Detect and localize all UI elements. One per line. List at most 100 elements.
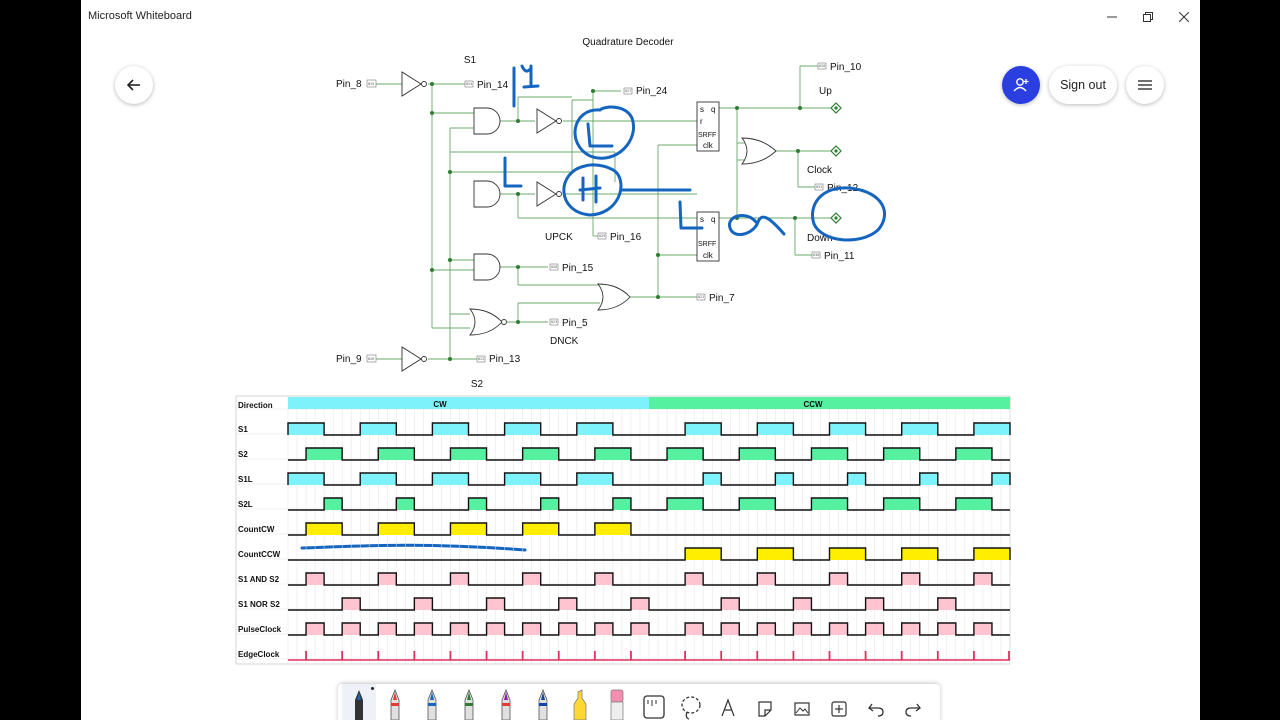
flip-flop-bottom: s q SRFF clk — [696, 211, 720, 262]
image-tool[interactable] — [785, 684, 819, 720]
and-gates — [473, 107, 501, 281]
signal-label: S2 — [238, 450, 248, 459]
signal-waveform — [287, 422, 1011, 436]
undo-button[interactable] — [859, 684, 893, 720]
high-pulse — [594, 523, 631, 535]
high-pulse — [522, 623, 541, 635]
pin-code: 027 — [625, 89, 631, 93]
cw-label: CW — [433, 400, 447, 409]
high-pulse — [630, 623, 649, 635]
pen-icon — [538, 688, 548, 720]
high-pulse — [973, 423, 1010, 435]
pin-codes: 025 026 024 027 029 028 023 022 021 020 … — [368, 64, 825, 361]
high-pulse — [703, 473, 722, 485]
high-pulse — [288, 423, 325, 435]
signal-label: CountCW — [238, 525, 275, 534]
high-pulse — [919, 473, 938, 485]
lasso-icon — [681, 696, 701, 720]
signal-label: S1L — [238, 475, 253, 484]
text-tool[interactable] — [711, 684, 745, 720]
high-pulse — [396, 498, 415, 510]
flip-flop-top: s q r SRFF clk — [696, 101, 720, 152]
high-pulse — [973, 623, 992, 635]
high-pulse — [865, 623, 884, 635]
pen-tool[interactable] — [342, 684, 376, 720]
high-pulse — [757, 623, 776, 635]
signal-waveform — [288, 522, 1010, 536]
selected-indicator — [371, 687, 374, 690]
dark-blue-pen[interactable] — [526, 684, 560, 720]
high-pulse — [937, 598, 956, 610]
pin-5-label: Pin_5 — [562, 318, 588, 329]
note-tool[interactable] — [748, 684, 782, 720]
ink-stroke — [503, 156, 523, 188]
pen-icon — [464, 688, 474, 720]
down-label: Down — [807, 233, 833, 244]
high-pulse — [486, 598, 505, 610]
timing-diagram: CW CCW Direction S1S2S1LS2LCountCWCountC… — [235, 395, 1011, 665]
redo-button[interactable] — [896, 684, 930, 720]
ff-bottom-clk: clk — [703, 251, 714, 260]
high-pulse — [378, 623, 397, 635]
whiteboard-canvas[interactable]: Quadrature Decoder S1 S2 — [81, 33, 1200, 720]
eraser[interactable] — [600, 684, 634, 720]
pen-icon — [501, 688, 511, 720]
pen-icon — [427, 688, 437, 720]
label-s2: S2 — [471, 379, 484, 390]
ink-circle — [573, 105, 635, 160]
high-pulse — [594, 573, 613, 585]
image-icon — [794, 702, 810, 716]
green-pen[interactable] — [452, 684, 486, 720]
high-pulse — [829, 623, 848, 635]
ff-top-name: SRFF — [698, 132, 716, 139]
back-button[interactable] — [115, 66, 153, 104]
high-pulse — [558, 623, 577, 635]
pin-code: 021 — [698, 295, 704, 299]
undo-icon — [868, 703, 884, 717]
signal-waveform — [288, 597, 1010, 611]
high-pulse — [576, 473, 613, 485]
lasso-tool[interactable] — [674, 684, 708, 720]
sign-out-button[interactable]: Sign out — [1049, 66, 1117, 104]
ff-bottom-name: SRFF — [698, 241, 716, 248]
restore-icon — [1143, 11, 1153, 22]
restore-button[interactable] — [1130, 0, 1166, 33]
insert-icon — [831, 701, 847, 717]
insert-tool[interactable] — [822, 684, 856, 720]
minimize-button[interactable] — [1094, 0, 1130, 33]
high-pulse — [504, 423, 541, 435]
high-pulse — [739, 498, 776, 510]
signal-waveform — [288, 447, 1010, 461]
high-pulse — [955, 448, 992, 460]
up-label: Up — [819, 86, 832, 97]
high-pulse — [685, 423, 722, 435]
high-pulse — [612, 498, 631, 510]
signal-waveform — [288, 547, 1011, 561]
canvas-drawing: Quadrature Decoder S1 S2 — [235, 37, 1011, 665]
high-pulse — [306, 623, 325, 635]
high-pulse — [558, 598, 577, 610]
invite-button[interactable] — [1002, 66, 1040, 104]
pin-code: 029 — [599, 234, 605, 238]
purple-pen[interactable] — [489, 684, 523, 720]
pin-8-label: Pin_8 — [336, 79, 362, 90]
high-pulse — [937, 623, 956, 635]
blue-pen[interactable] — [415, 684, 449, 720]
ink-annotations — [300, 64, 887, 552]
note-icon — [758, 701, 772, 717]
signal-label: S1 AND S2 — [238, 575, 280, 584]
close-button[interactable] — [1166, 0, 1200, 33]
pin-code: 020 — [819, 64, 825, 68]
high-pulse — [432, 473, 469, 485]
ruler-tool[interactable] — [637, 684, 671, 720]
highlighter[interactable] — [563, 684, 597, 720]
high-pulse — [757, 573, 776, 585]
high-pulse — [901, 548, 938, 560]
high-pulse — [414, 623, 433, 635]
minimize-icon — [1107, 16, 1117, 17]
pen-icon — [390, 688, 400, 720]
high-pulse — [576, 423, 613, 435]
red-pen[interactable] — [378, 684, 412, 720]
menu-button[interactable] — [1126, 66, 1164, 104]
